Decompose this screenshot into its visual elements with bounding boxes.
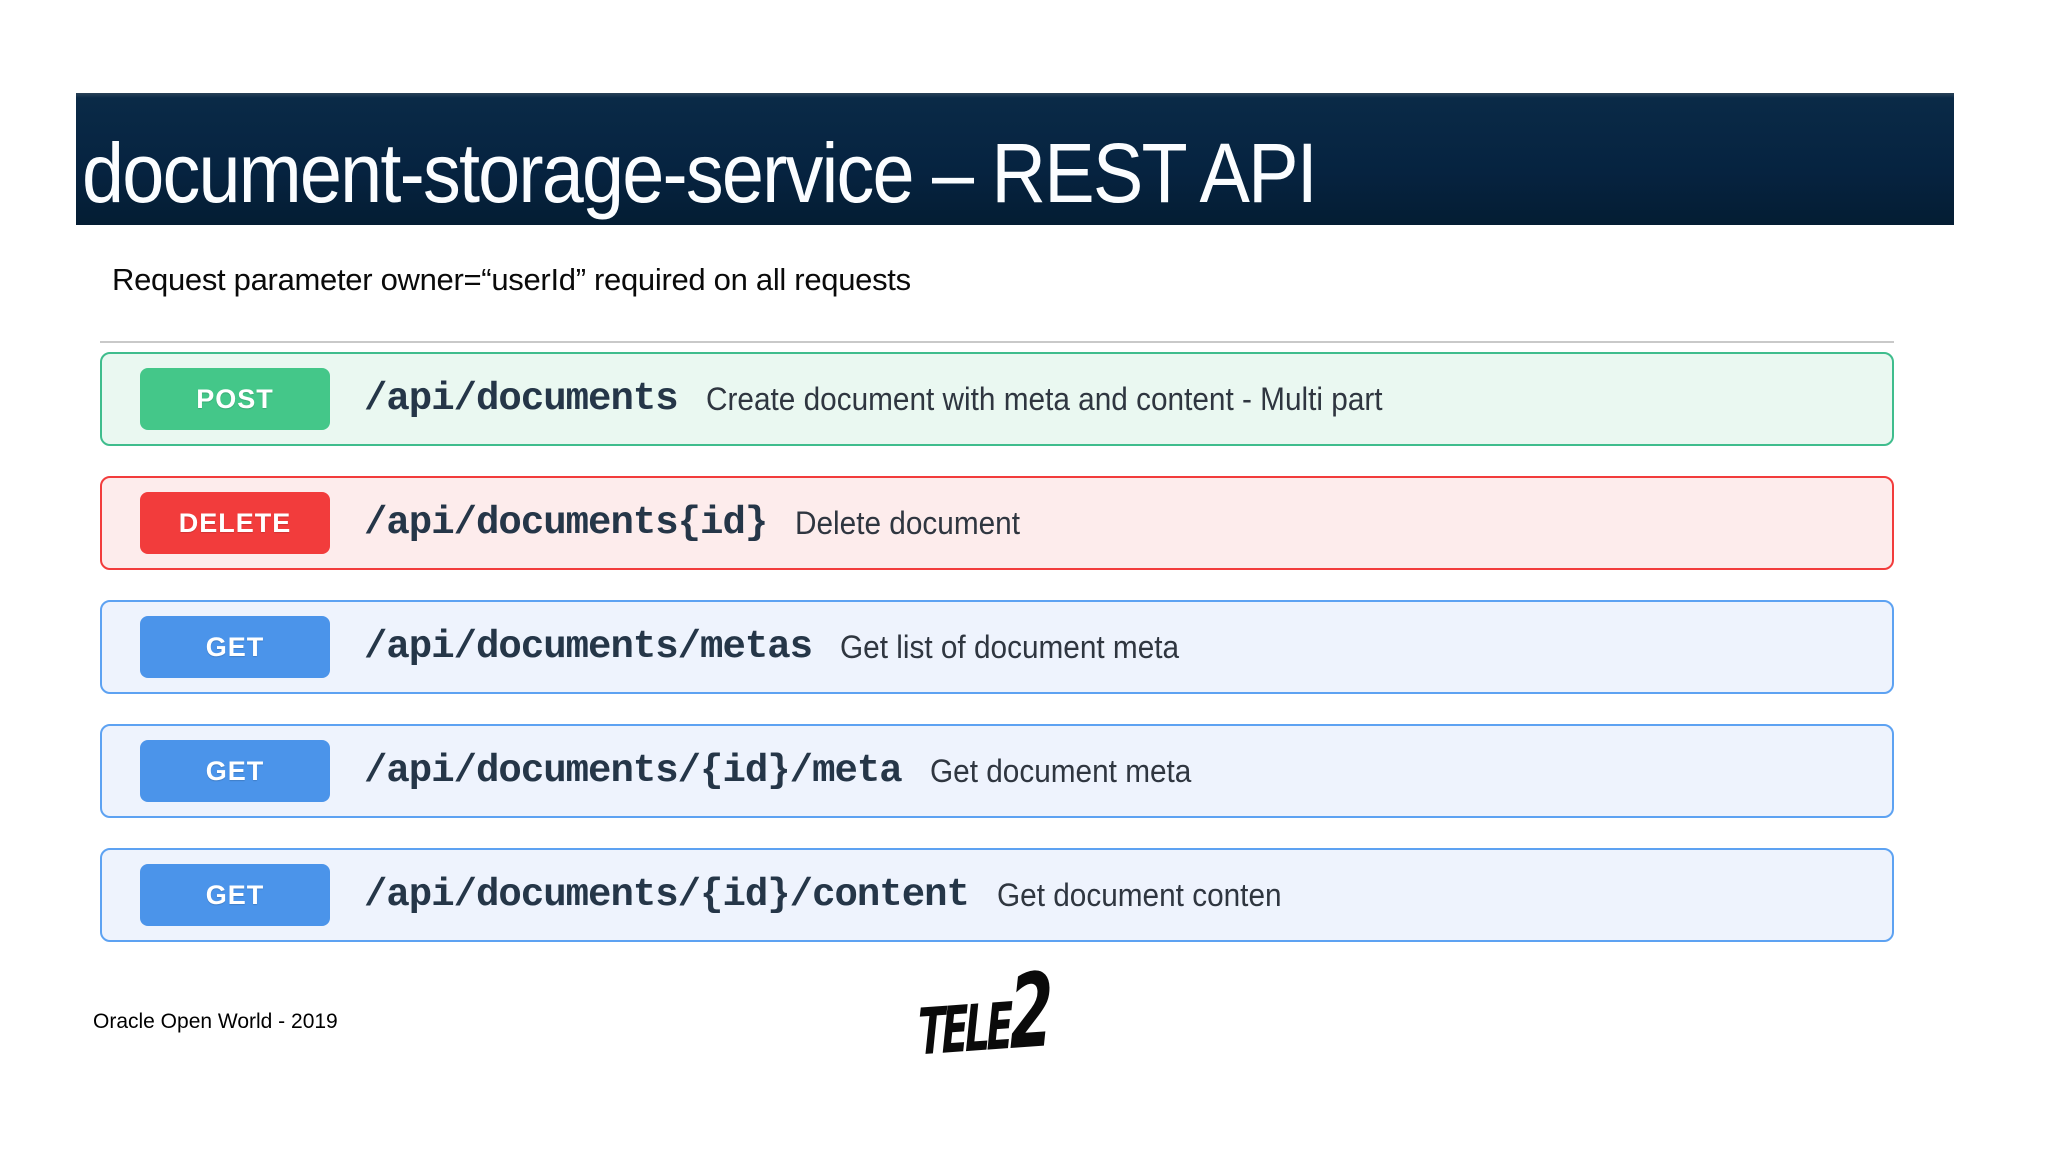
endpoint-list: POST/api/documents Create document with m… xyxy=(100,341,1894,972)
method-badge: DELETE xyxy=(140,492,330,554)
footer-text: Oracle Open World - 2019 xyxy=(93,1010,338,1033)
slide-title: document-storage-service – REST API xyxy=(82,126,1318,220)
divider xyxy=(100,341,1894,343)
endpoint-path: /api/documents/{id}/meta xyxy=(364,749,903,793)
endpoint-row: GET/api/documents/{id}/content Get docume… xyxy=(100,848,1894,942)
method-badge: GET xyxy=(140,864,330,926)
endpoint-row: GET/api/documents/metas Get list of docum… xyxy=(100,600,1894,694)
title-bar: document-storage-service – REST API xyxy=(76,93,1954,225)
endpoint-description: Create document with meta and content - … xyxy=(705,380,1383,417)
endpoint-description: Get document conten xyxy=(996,876,1282,913)
tele2-logo: TELE2 xyxy=(912,950,1133,1073)
endpoint-path: /api/documents{id} xyxy=(364,501,768,545)
endpoint-description: Delete document xyxy=(795,504,1021,541)
endpoint-row: POST/api/documents Create document with m… xyxy=(100,352,1894,446)
endpoint-path: /api/documents xyxy=(364,377,679,421)
endpoint-description: Get document meta xyxy=(929,752,1192,789)
method-badge: GET xyxy=(140,616,330,678)
endpoint-description: Get list of document meta xyxy=(840,628,1180,665)
method-badge: POST xyxy=(140,368,330,430)
endpoint-path: /api/documents/metas xyxy=(364,625,813,669)
endpoint-path: /api/documents/{id}/content xyxy=(364,873,970,917)
method-badge: GET xyxy=(140,740,330,802)
endpoint-row: DELETE/api/documents{id} Delete document xyxy=(100,476,1894,570)
endpoint-row: GET/api/documents/{id}/meta Get document … xyxy=(100,724,1894,818)
subtitle: Request parameter owner=“userId” require… xyxy=(112,262,911,297)
tele2-logo-text: TELE2 xyxy=(917,950,1052,1073)
